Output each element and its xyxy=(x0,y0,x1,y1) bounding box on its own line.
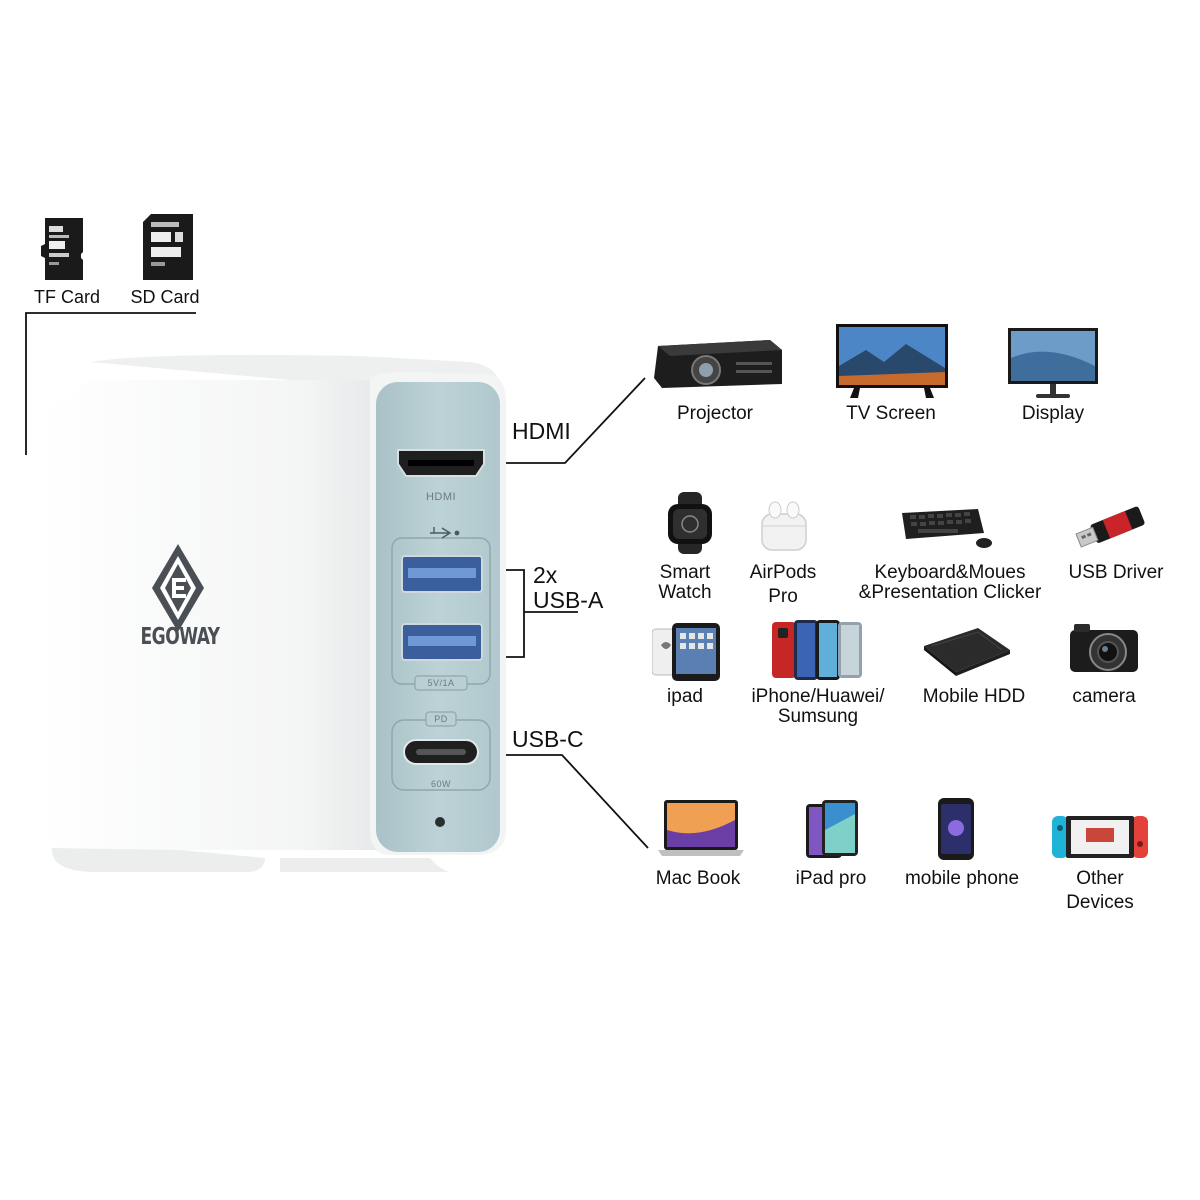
camera-icon xyxy=(1068,620,1140,676)
hub-device: EGOWAY HDMI 5V/1A PD 60W xyxy=(30,350,510,885)
tf-card-image xyxy=(41,218,87,280)
phones-icon xyxy=(772,620,864,680)
device-label-mobile-phone: mobile phone xyxy=(904,868,1020,889)
sd-card-image xyxy=(143,214,193,280)
laptop-icon xyxy=(658,800,744,858)
device-label-other-1: Other xyxy=(1076,868,1124,889)
device-label-projector: Projector xyxy=(676,403,754,424)
hdmi-port-print: HDMI xyxy=(425,491,457,503)
usba-label: USB-A xyxy=(533,587,604,613)
hdd-icon xyxy=(920,626,1014,676)
airpods-icon xyxy=(756,500,812,552)
device-label-hdd: Mobile HDD xyxy=(922,686,1026,707)
usba-output-badge: 5V/1A xyxy=(427,678,455,688)
device-label-ipad-pro: iPad pro xyxy=(795,868,867,889)
usbc-power-print: 60W xyxy=(430,779,451,789)
monitor-icon xyxy=(1008,328,1098,400)
device-label-keyboard-2: &Presentation Clicker xyxy=(858,582,1042,603)
device-label-smartwatch-1: Smart xyxy=(659,562,711,583)
egoway-logo-icon xyxy=(148,542,208,634)
sd-card-label: SD Card xyxy=(130,287,200,307)
card-connector-line xyxy=(25,312,196,455)
device-label-display: Display xyxy=(1021,403,1085,424)
device-label-airpods-2: Pro xyxy=(768,586,798,607)
device-label-macbook: Mac Book xyxy=(655,868,741,889)
game-console-icon xyxy=(1052,816,1148,858)
mobile-phone-icon xyxy=(938,798,974,860)
tv-icon xyxy=(836,324,948,398)
usba-count-label: 2x xyxy=(533,562,558,588)
projector-icon xyxy=(652,332,786,394)
ipad-pro-icon xyxy=(806,800,858,860)
hdmi-label: HDMI xyxy=(512,418,571,444)
pd-badge: PD xyxy=(434,714,448,724)
device-label-airpods-1: AirPods xyxy=(749,562,817,583)
smartwatch-icon xyxy=(664,492,716,554)
device-label-other-2: Devices xyxy=(1066,892,1134,913)
usb-drive-icon xyxy=(1072,505,1152,549)
device-label-smartwatch-2: Watch xyxy=(658,582,712,603)
brand-name: EGOWAY xyxy=(140,623,220,651)
device-label-tv: TV Screen xyxy=(846,403,936,424)
usbc-label: USB-C xyxy=(512,726,584,752)
keyboard-mouse-icon xyxy=(898,505,998,549)
device-label-phones-1: iPhone/Huawei/ xyxy=(751,686,885,707)
device-label-keyboard-1: Keyboard&Moues xyxy=(874,562,1026,583)
device-label-phones-2: Sumsung xyxy=(777,706,859,727)
device-label-ipad: ipad xyxy=(667,686,703,707)
usba-bracket-line xyxy=(490,569,525,658)
device-label-camera: camera xyxy=(1072,686,1136,707)
hdmi-connector-line xyxy=(490,377,646,464)
tf-card-label: TF Card xyxy=(33,287,100,307)
usbc-connector-line xyxy=(490,754,649,849)
ipad-icon xyxy=(651,623,722,681)
device-label-usb-driver: USB Driver xyxy=(1068,562,1164,583)
